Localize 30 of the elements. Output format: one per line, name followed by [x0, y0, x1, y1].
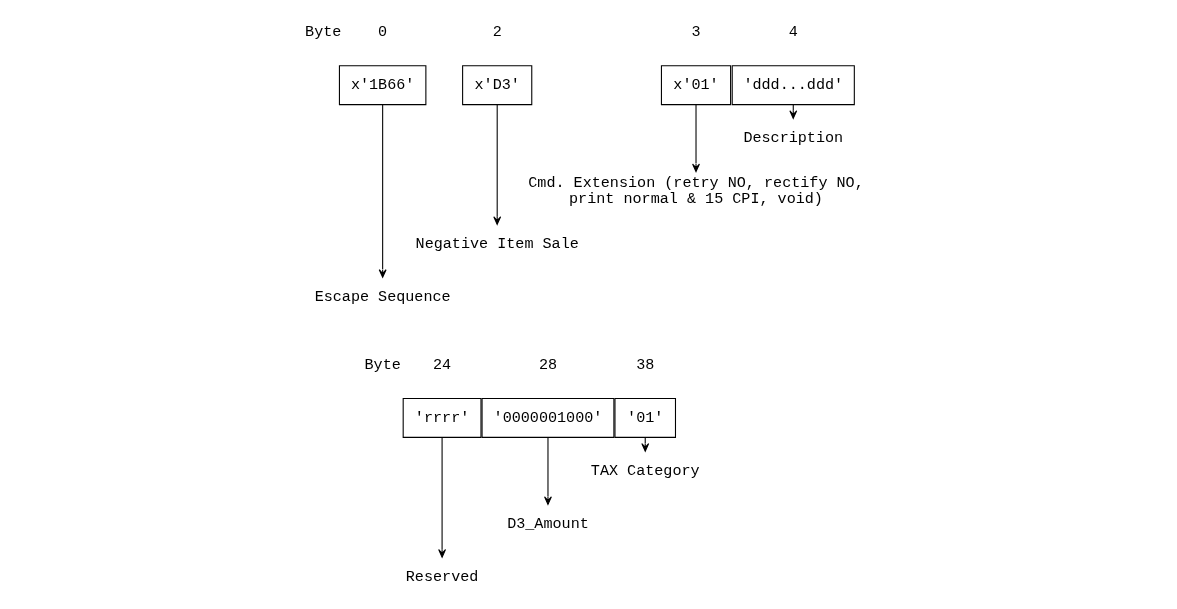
arrow	[789, 104, 798, 119]
node-box: '01'	[614, 397, 677, 438]
label: Byte	[305, 23, 342, 42]
label: 0	[378, 23, 388, 42]
node-box: x'01'	[660, 65, 732, 106]
node-text: D3_Amount	[507, 514, 589, 533]
label: 28	[538, 356, 558, 375]
arrow	[641, 437, 650, 452]
label: Byte	[364, 356, 401, 375]
arrow	[692, 104, 700, 173]
node-box: '0000001000'	[481, 397, 615, 438]
node-text: Negative Item Sale	[415, 234, 579, 253]
node-box: x'1B66'	[338, 65, 427, 106]
node-text: Description	[743, 129, 844, 148]
node-text: TAX Category	[590, 461, 700, 480]
arrow	[493, 104, 502, 225]
label: 38	[636, 356, 655, 375]
node-text: Reserved	[405, 567, 479, 586]
node-box: x'D3'	[462, 65, 533, 106]
arrow	[544, 437, 552, 505]
node-text: Cmd. Extension (retry NO, rectify NO, print normal & 15 CPI, void)	[528, 173, 864, 209]
arrow	[378, 104, 387, 278]
label: 4	[788, 23, 798, 42]
label: 24	[433, 356, 452, 375]
label: 3	[691, 23, 701, 42]
node-text: Escape Sequence	[314, 287, 451, 306]
arrow	[438, 437, 447, 558]
node-box: 'ddd...ddd'	[731, 65, 855, 106]
node-box: 'rrrr'	[402, 397, 482, 438]
label: 2	[492, 23, 502, 42]
